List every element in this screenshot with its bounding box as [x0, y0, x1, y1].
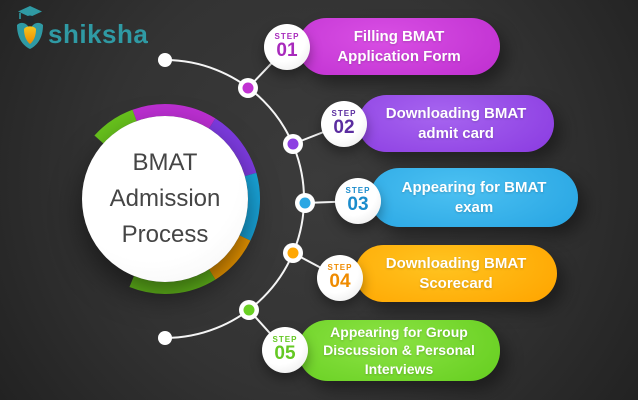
step-5-number: 05: [274, 343, 296, 365]
mortarboard-icon: [18, 6, 42, 17]
step-2-pill: Downloading BMAT admit card: [358, 95, 554, 152]
step-4-number: 04: [329, 271, 351, 293]
step-5-label: Appearing for Group Discussion & Persona…: [323, 323, 475, 377]
arc-start-dot: [158, 53, 172, 67]
step-3-badge: STEP 03: [335, 178, 381, 224]
step-2-step-word: STEP: [331, 109, 357, 119]
center-circle: BMAT Admission Process: [82, 116, 248, 282]
milestone-dot-1: [242, 82, 254, 94]
flame-shape: [24, 26, 36, 44]
step-1-step-word: STEP: [274, 32, 300, 42]
step-1-number: 01: [276, 40, 298, 62]
step-4-pill: Downloading BMAT Scorecard: [355, 245, 557, 302]
step-2-badge: STEP 02: [321, 101, 367, 147]
step-3-number: 03: [347, 194, 369, 216]
logo-text: shiksha: [48, 19, 149, 49]
step-5-badge: STEP 05: [262, 327, 308, 373]
ring-segment-green-bottom: [129, 269, 216, 294]
page-title: BMAT Admission Process: [109, 149, 221, 248]
step-1-label: Filling BMAT Application Form: [337, 27, 461, 65]
ring-segment-orange-bottom-right: [208, 235, 251, 280]
step-4-label: Downloading BMAT Scorecard: [385, 254, 527, 292]
milestone-dot-3: [299, 197, 311, 209]
step-5-step-word: STEP: [272, 335, 298, 345]
step-1-pill: Filling BMAT Application Form: [298, 18, 500, 75]
step-2-label: Downloading BMAT admit card: [385, 104, 527, 142]
step-5-pill: Appearing for Group Discussion & Persona…: [298, 320, 500, 381]
step-3-label: Appearing for BMAT exam: [401, 178, 547, 216]
step-3-pill: Appearing for BMAT exam: [370, 168, 578, 227]
ring-segment-cyan-right: [239, 172, 260, 241]
shiksha-logo: shiksha: [14, 6, 148, 50]
milestone-dot-5: [243, 304, 255, 316]
milestone-dot-2: [287, 138, 299, 150]
step-4-badge: STEP 04: [317, 255, 363, 301]
step-2-number: 02: [333, 117, 355, 139]
step-3-step-word: STEP: [345, 186, 371, 196]
step-4-step-word: STEP: [327, 263, 353, 273]
head-shape: [26, 15, 34, 24]
graduation-cap-person-icon: [17, 6, 43, 49]
step-1-badge: STEP 01: [264, 24, 310, 70]
milestone-dot-4: [287, 247, 299, 259]
ring-segment-purple-top-right: [208, 118, 257, 177]
arc-end-dot: [158, 331, 172, 345]
ring-segment-green-top-left: [94, 109, 137, 144]
ring-segment-magenta-top: [132, 104, 216, 129]
